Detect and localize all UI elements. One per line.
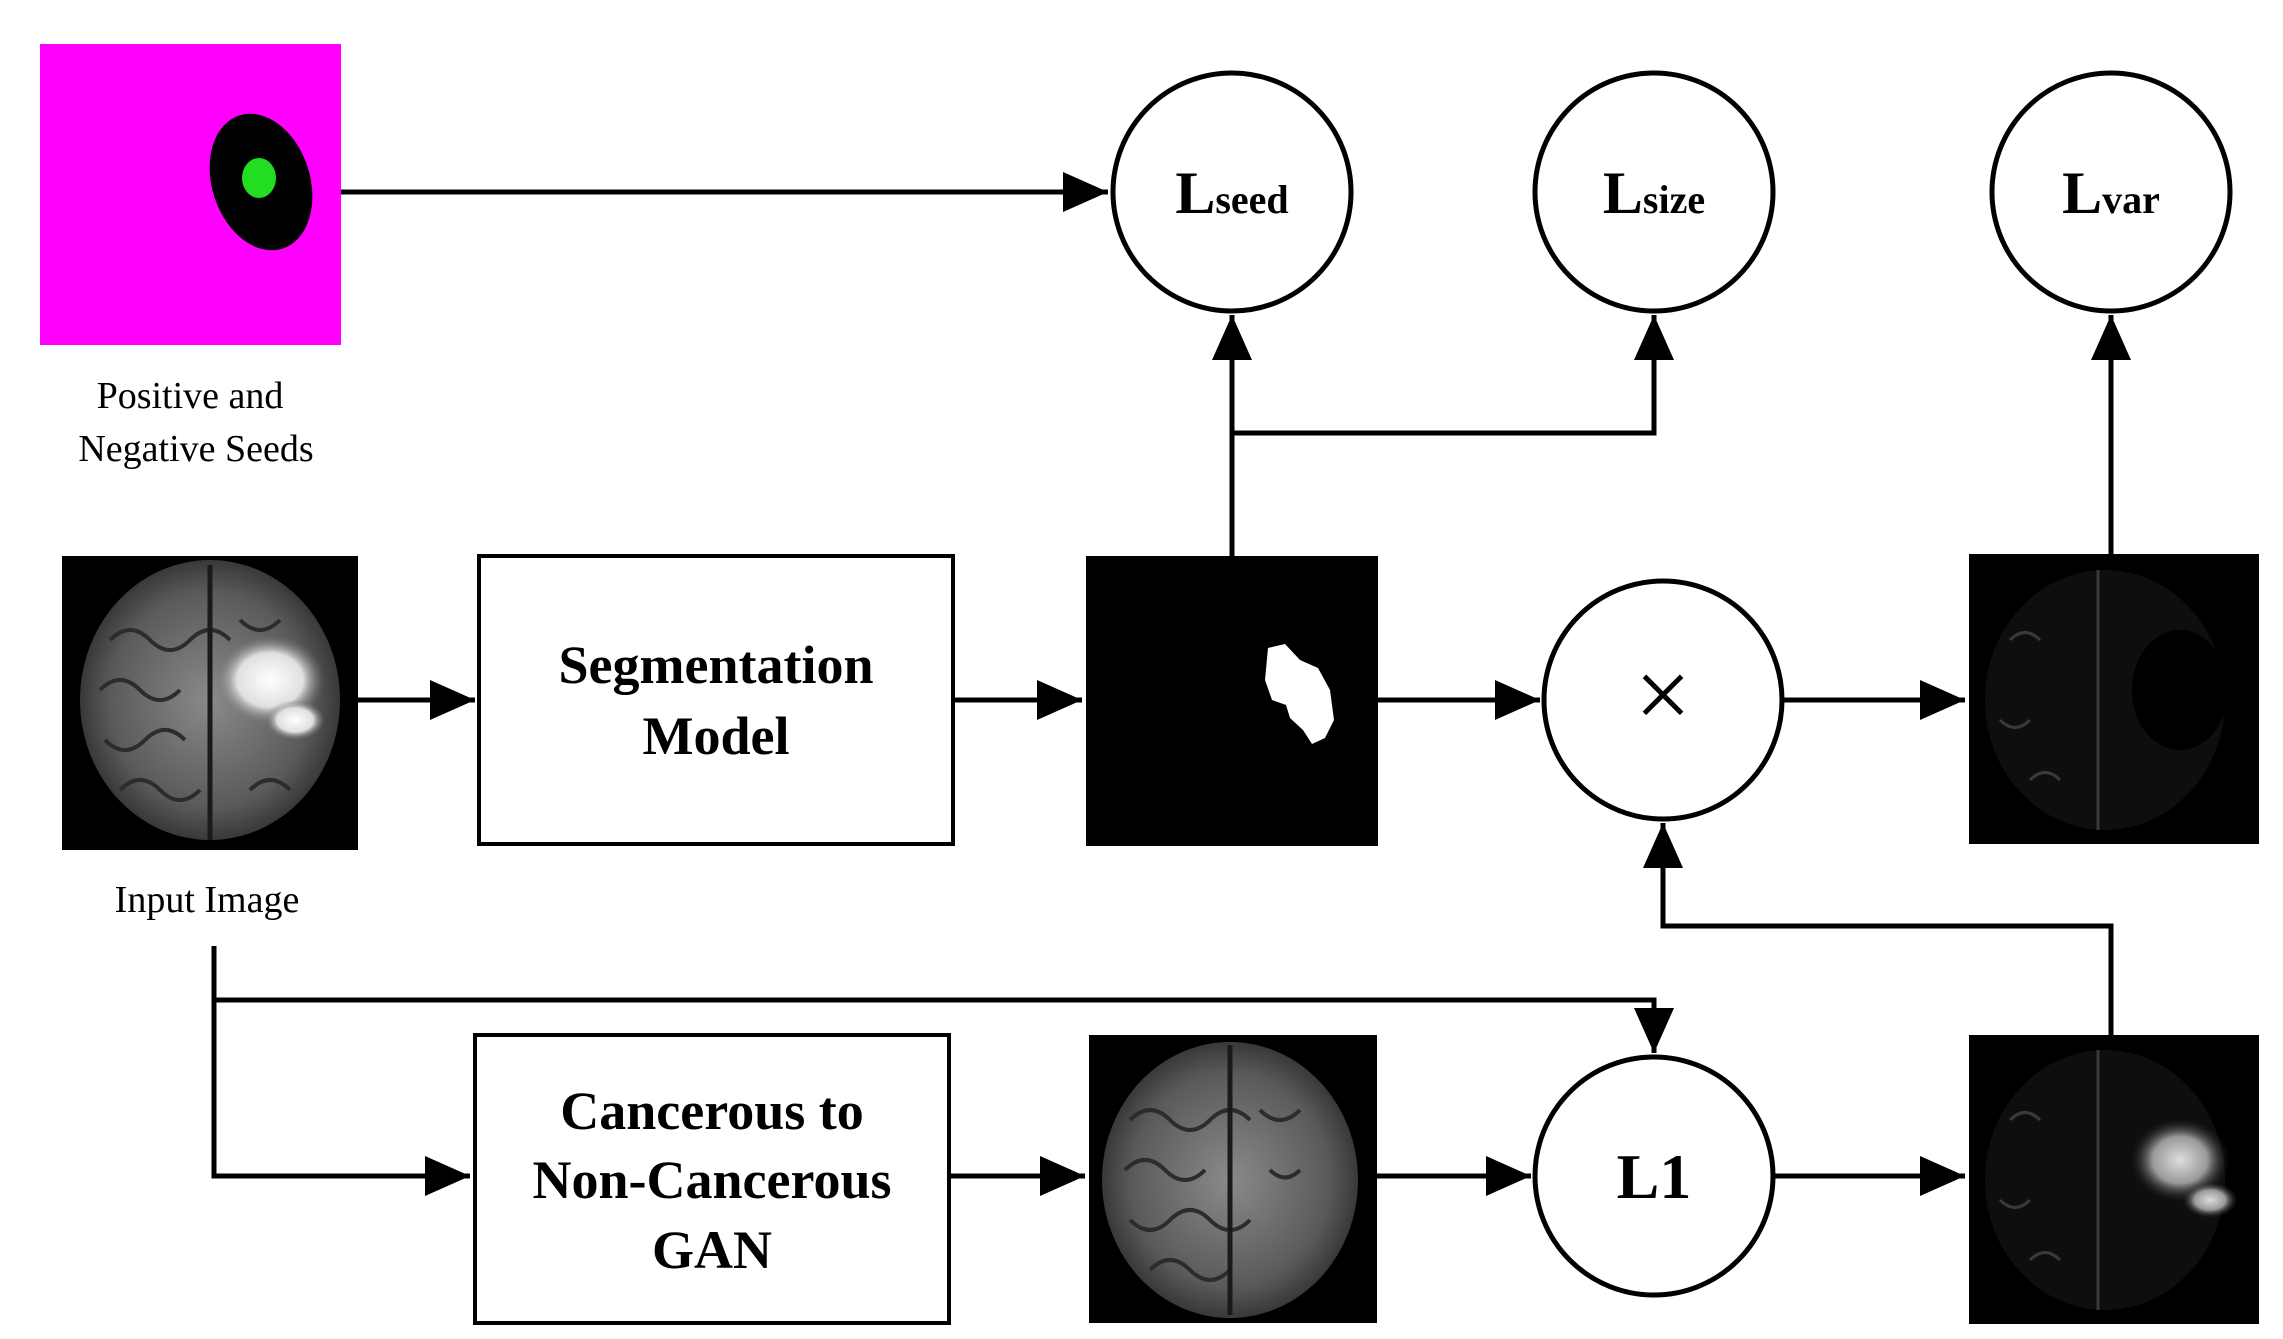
loss-var-node <box>1989 70 2233 314</box>
segmentation-model-box <box>477 554 955 846</box>
arrow-input-to-gan <box>211 946 470 1196</box>
gan-box <box>473 1033 951 1325</box>
loss-seed-sub: seed <box>1215 177 1288 222</box>
loss-size-node <box>1532 70 1776 314</box>
loss-size-main: L <box>1603 160 1643 226</box>
input-image-caption: Input Image <box>115 879 300 921</box>
gan-line3: GAN <box>652 1220 772 1280</box>
loss-l1-label: L1 <box>1617 1141 1692 1212</box>
loss-seed-label: Lseed <box>1175 160 1288 226</box>
masked-difference-image <box>1969 554 2259 844</box>
arrow-input-to-l1 <box>214 997 1674 1053</box>
seeds-caption-line1: Positive and <box>97 375 284 417</box>
segmentation-mask-image <box>1086 556 1378 846</box>
loss-var-main: L <box>2062 160 2102 226</box>
seeds-image <box>40 44 341 345</box>
gan-output-image <box>1089 1035 1377 1323</box>
input-image <box>62 556 358 850</box>
multiply-symbol: × <box>1635 639 1691 750</box>
gan-line1: Cancerous to <box>560 1081 864 1141</box>
arrow-difference-to-multiply <box>1643 823 2114 1035</box>
loss-seed-node <box>1110 70 1354 314</box>
segmentation-model-line1: Segmentation <box>559 635 874 695</box>
seeds-caption-line2: Negative Seeds <box>78 428 313 470</box>
seeds-positive-region <box>242 158 276 198</box>
segmentation-model-line2: Model <box>643 706 790 766</box>
connectors <box>211 172 2131 1196</box>
arrow-mask-to-lsize <box>1232 315 1674 436</box>
difference-image <box>1969 1035 2259 1324</box>
loss-var-sub: var <box>2102 177 2160 222</box>
loss-seed-main: L <box>1175 160 1215 226</box>
loss-size-label: Lsize <box>1603 160 1705 226</box>
loss-var-label: Lvar <box>2062 160 2160 226</box>
gan-line2: Non-Cancerous <box>532 1150 891 1210</box>
loss-size-sub: size <box>1643 177 1705 222</box>
